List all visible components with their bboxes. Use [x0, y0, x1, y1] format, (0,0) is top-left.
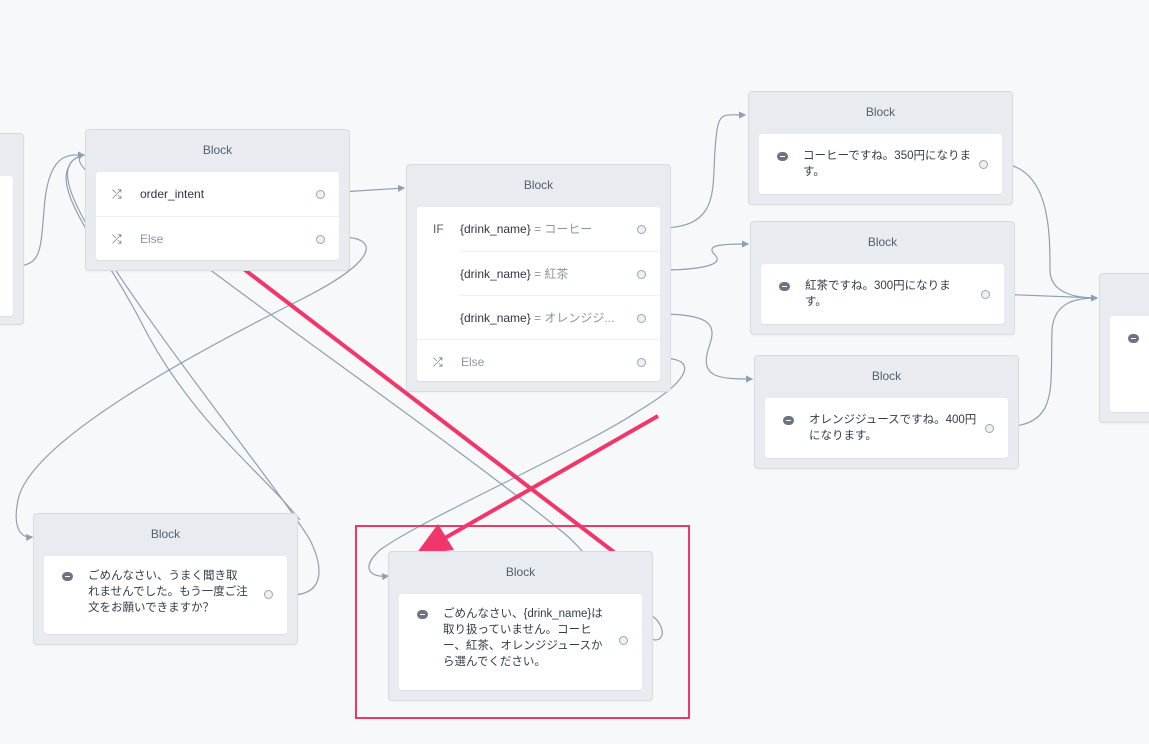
chat-bubble-icon	[779, 282, 790, 291]
variable-name: {drink_name}	[460, 311, 531, 325]
condition-expr: {drink_name} = 紅茶	[460, 252, 568, 296]
intent-label: order_intent	[140, 187, 205, 201]
variable-name: {drink_name}	[460, 222, 531, 236]
condition-expr: {drink_name} = オレンジジ...	[460, 296, 614, 340]
partial-right-block[interactable]	[1099, 273, 1149, 423]
condition-row-orange[interactable]: {drink_name} = オレンジジ...	[460, 295, 660, 340]
message-card: 紅茶ですね。300円になります。	[761, 264, 1004, 324]
intent-row-order[interactable]: ⤮ order_intent	[96, 172, 339, 216]
output-port[interactable]	[619, 636, 628, 645]
block-title: Block	[523, 178, 554, 192]
if-label: IF	[433, 222, 444, 236]
block-title: Block	[202, 143, 233, 157]
partial-right-card	[1110, 316, 1149, 412]
message-text: 紅茶ですね。300円になります。	[805, 280, 951, 308]
chat-bubble-icon	[783, 416, 794, 425]
message-text: コーヒーですね。350円になります。	[803, 150, 971, 178]
tea-message-block[interactable]: Block 紅茶ですね。300円になります。	[750, 221, 1015, 335]
chat-bubble-icon	[417, 610, 428, 619]
annotation-highlight-box	[355, 525, 690, 719]
message-card: ごめんなさい、{drink_name}は取り扱っていません。コーヒー、紅茶、オレ…	[399, 594, 642, 690]
condition-value: コーヒー	[544, 222, 593, 236]
partial-left-card	[0, 176, 13, 316]
shuffle-icon: ⤮	[112, 232, 122, 246]
output-port[interactable]	[637, 358, 646, 367]
block-title: Block	[871, 369, 902, 383]
intent-card: ⤮ order_intent ⤮ Else	[96, 172, 339, 260]
condition-row-else[interactable]: ⤮ Else	[417, 339, 660, 384]
condition-value: 紅茶	[544, 267, 569, 281]
shuffle-icon: ⤮	[433, 355, 443, 369]
intent-block[interactable]: Block ⤮ order_intent ⤮ Else	[85, 129, 350, 271]
output-port[interactable]	[981, 290, 990, 299]
message-card: コーヒーですね。350円になります。	[759, 134, 1002, 194]
shuffle-icon: ⤮	[112, 187, 122, 201]
operator: =	[534, 267, 542, 281]
message-text: オレンジジュースですね。400円になります。	[809, 414, 977, 442]
intent-row-else[interactable]: ⤮ Else	[96, 216, 339, 261]
output-port[interactable]	[316, 190, 325, 199]
output-port[interactable]	[985, 424, 994, 433]
block-title: Block	[865, 105, 896, 119]
operator: =	[534, 222, 542, 236]
block-title: Block	[505, 565, 536, 579]
condition-card: IF {drink_name} = コーヒー {drink_name} = 紅茶	[417, 207, 660, 381]
condition-row-tea[interactable]: {drink_name} = 紅茶	[460, 251, 660, 296]
unavailable-message-block[interactable]: Block ごめんなさい、{drink_name}は取り扱っていません。コーヒー…	[388, 551, 653, 701]
else-label: Else	[140, 232, 164, 246]
message-card: オレンジジュースですね。400円になります。	[765, 398, 1008, 458]
chat-bubble-icon	[777, 152, 788, 161]
output-port[interactable]	[637, 225, 646, 234]
condition-row-coffee[interactable]: IF {drink_name} = コーヒー	[417, 207, 660, 251]
partial-left-block[interactable]	[0, 133, 24, 325]
block-title: Block	[867, 235, 898, 249]
message-card: ごめんなさい、うまく聞き取れませんでした。もう一度ご注文をお願いできますか？	[44, 556, 287, 634]
variable-name: {drink_name}	[460, 267, 531, 281]
condition-value: オレンジジ...	[544, 311, 615, 325]
output-port[interactable]	[264, 590, 273, 599]
retry-message-block[interactable]: Block ごめんなさい、うまく聞き取れませんでした。もう一度ご注文をお願いでき…	[33, 513, 298, 645]
coffee-message-block[interactable]: Block コーヒーですね。350円になります。	[748, 91, 1013, 205]
block-title: Block	[150, 527, 181, 541]
chat-bubble-icon	[1128, 334, 1139, 343]
output-port[interactable]	[637, 314, 646, 323]
else-label: Else	[461, 355, 485, 369]
output-port[interactable]	[637, 270, 646, 279]
condition-block[interactable]: Block IF {drink_name} = コーヒー {drink_name…	[406, 164, 671, 392]
orange-message-block[interactable]: Block オレンジジュースですね。400円になります。	[754, 355, 1019, 469]
output-port[interactable]	[979, 160, 988, 169]
message-text: ごめんなさい、{drink_name}は取り扱っていません。コーヒー、紅茶、オレ…	[443, 608, 603, 668]
message-text: ごめんなさい、うまく聞き取れませんでした。もう一度ご注文をお願いできますか？	[88, 570, 248, 614]
output-port[interactable]	[316, 235, 325, 244]
operator: =	[534, 311, 542, 325]
condition-expr: {drink_name} = コーヒー	[460, 207, 592, 251]
chat-bubble-icon	[62, 572, 73, 581]
